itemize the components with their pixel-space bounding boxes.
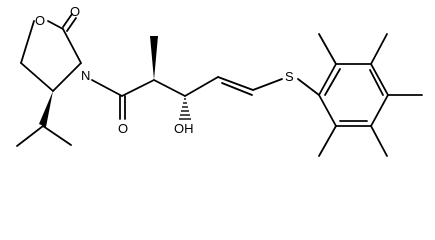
bond-ar-inner-2 — [369, 69, 384, 96]
bond-acyl-c-calpha — [121, 79, 155, 97]
molecule-structure: O O N O OH S — [16, 4, 423, 157]
bond-ar6-ar1 — [318, 94, 337, 127]
bond-cbeta-cgamma — [184, 76, 219, 97]
bond-c4-c5 — [20, 62, 54, 92]
bond-ar3-ar4 — [370, 63, 389, 96]
hash-cbeta-oh — [179, 98, 191, 120]
bond-c2-carbonyl-o — [62, 13, 73, 28]
bond-n-acyl-c — [91, 79, 123, 97]
bond-ar-inner-1 — [324, 68, 341, 96]
bond-ortho-methyl-bottom — [318, 125, 337, 157]
bond-ar4-ar5 — [370, 94, 389, 127]
bond-s-aryl — [297, 78, 320, 96]
atom-hydroxyl: OH — [174, 121, 194, 136]
mesityl-ring — [318, 33, 423, 157]
bond-n-c4 — [52, 62, 82, 92]
bond-meta-methyl-bottom — [370, 125, 388, 157]
bond-c2-n — [62, 28, 82, 64]
bond-ring-o-c2 — [47, 20, 64, 30]
atom-sulfur: S — [285, 69, 294, 84]
bond-cdelta-s — [252, 78, 283, 91]
bond-c2-carbonyl-o-double — [66, 17, 77, 32]
wedge-calpha-methyl — [150, 36, 158, 80]
bond-calpha-cbeta — [153, 79, 186, 97]
atom-carbonyl-oxygen-ring: O — [70, 4, 80, 19]
atom-ring-oxygen: O — [35, 13, 45, 28]
oxazolidinone-ring — [20, 13, 82, 92]
bond-cgamma-cdelta-double — [221, 82, 253, 96]
bond-ortho-methyl-top — [318, 33, 337, 65]
wedge-c4-isopropyl — [39, 91, 53, 127]
bond-cgamma-cdelta — [217, 76, 254, 91]
bond-isopropyl-me1 — [16, 125, 44, 147]
atom-ring-nitrogen: N — [81, 68, 90, 83]
bond-ortho-methyl-right — [370, 33, 388, 65]
bond-ar1-ar2 — [318, 63, 337, 96]
atom-acyl-carbonyl-oxygen: O — [118, 121, 128, 136]
isopropyl-group — [16, 91, 72, 147]
bond-isopropyl-me2 — [42, 125, 72, 146]
acyl-chain — [91, 36, 320, 120]
bond-c5-ring-o — [20, 20, 35, 64]
